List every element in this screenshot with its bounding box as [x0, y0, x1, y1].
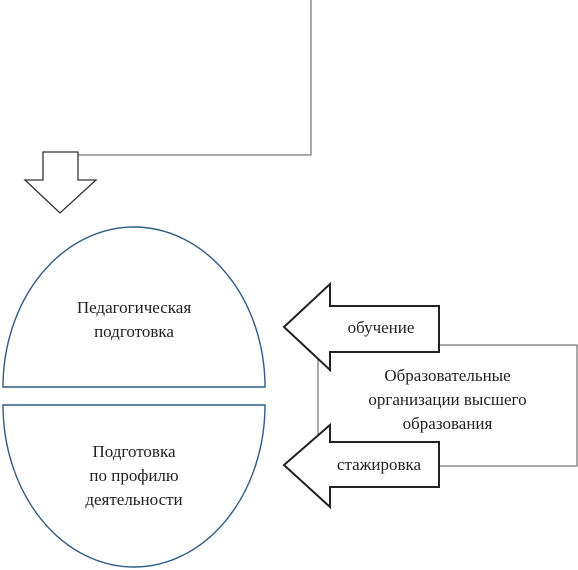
connector-line — [78, 0, 312, 156]
institutions-label: Образовательные организации высшего обра… — [320, 364, 575, 436]
pedagogical-line-2: подготовка — [94, 322, 174, 341]
pedagogical-training-label: Педагогическая подготовка — [34, 296, 234, 344]
profile-training-shape — [2, 404, 266, 568]
profile-line-1: Подготовка — [92, 442, 176, 461]
institutions-line-1: Образовательные — [384, 366, 511, 385]
profile-training-label: Подготовка по профилю деятельности — [34, 440, 234, 512]
institutions-line-3: образования — [402, 414, 493, 433]
pedagogical-training-shape — [2, 226, 266, 388]
internship-arrow — [282, 422, 440, 510]
pedagogical-line-1: Педагогическая — [76, 298, 192, 317]
profile-line-3: деятельности — [85, 490, 183, 509]
internship-arrow-label: стажировка — [336, 455, 422, 474]
training-arrow-label: обучение — [347, 318, 415, 337]
down-arrow — [23, 151, 98, 214]
training-arrow — [282, 281, 440, 373]
institutions-line-2: организации высшего — [368, 390, 527, 409]
profile-line-2: по профилю — [89, 466, 179, 485]
